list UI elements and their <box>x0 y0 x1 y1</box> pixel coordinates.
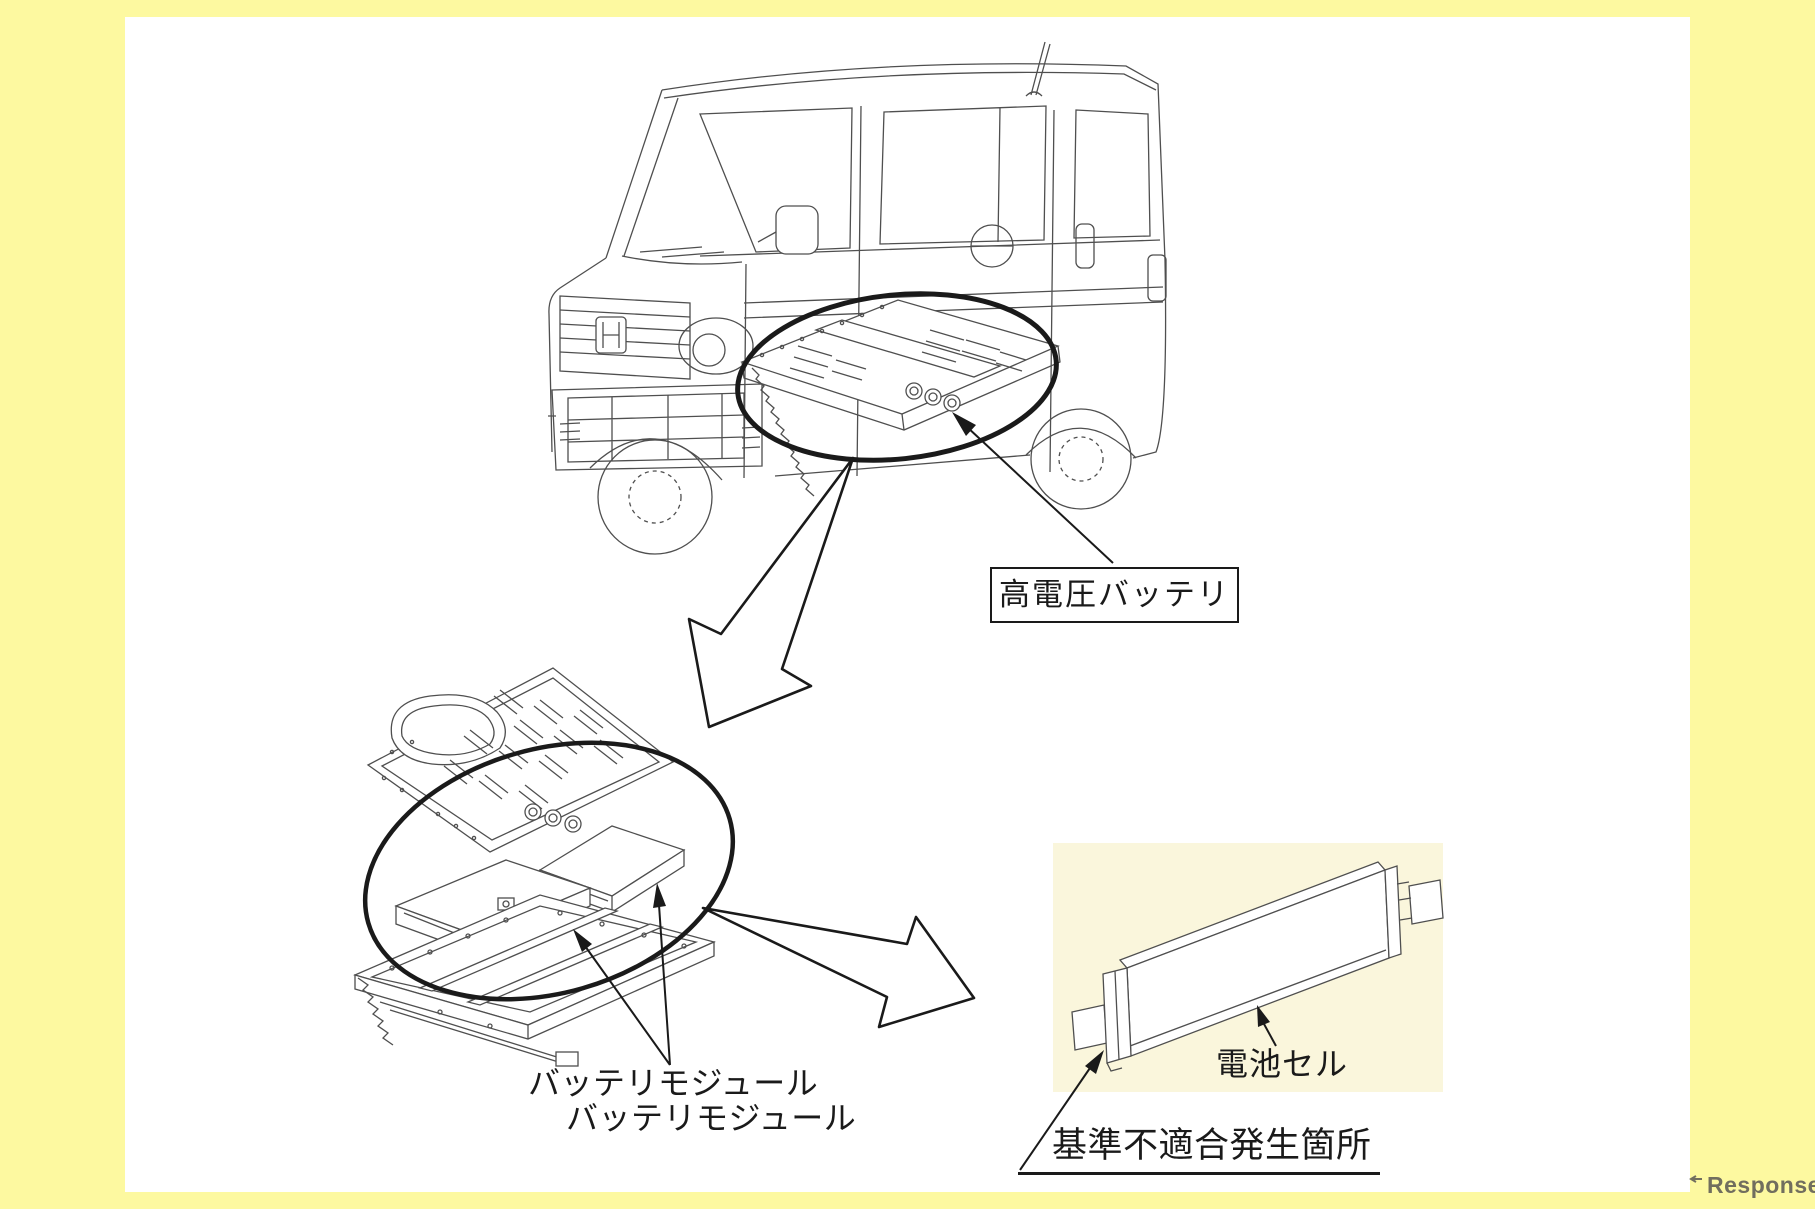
callout-ellipse-battery <box>735 291 1059 463</box>
response-logo-arrow-icon <box>1689 1175 1702 1183</box>
arrow-high-voltage-battery <box>952 412 1114 564</box>
watermark-text: Response. <box>1707 1171 1815 1198</box>
hollow-arrow-right-icon <box>701 906 976 1029</box>
battery-pack-cover-illustration <box>366 667 675 853</box>
van-illustration <box>548 41 1167 555</box>
label-nonconformity-location: 基準不適合発生箇所 <box>1018 1126 1380 1175</box>
battery-cell-illustration <box>1071 861 1444 1072</box>
label-battery-cell: 電池セル <box>1216 1046 1349 1082</box>
label-high-voltage-battery: 高電圧バッテリ <box>990 567 1239 623</box>
cell-left-tab <box>1071 1004 1108 1051</box>
underfloor-battery-illustration <box>740 299 1061 497</box>
response-watermark: Response. <box>1686 1172 1815 1198</box>
label-battery-module-1: バッテリモジュール <box>528 1065 819 1101</box>
arrow-battery-cell <box>1257 1005 1277 1047</box>
callout-ellipse-modules <box>362 740 736 1002</box>
antenna <box>1025 41 1051 97</box>
arrow-nonconformity <box>1019 1050 1104 1171</box>
cell-right-cap <box>1384 865 1402 959</box>
label-battery-module-2: バッテリモジュール <box>566 1100 857 1136</box>
side-mirror <box>775 205 819 255</box>
cell-right-tab <box>1408 879 1444 925</box>
hollow-arrow-down-icon <box>687 456 855 729</box>
arrow-battery-modules <box>573 883 671 1066</box>
